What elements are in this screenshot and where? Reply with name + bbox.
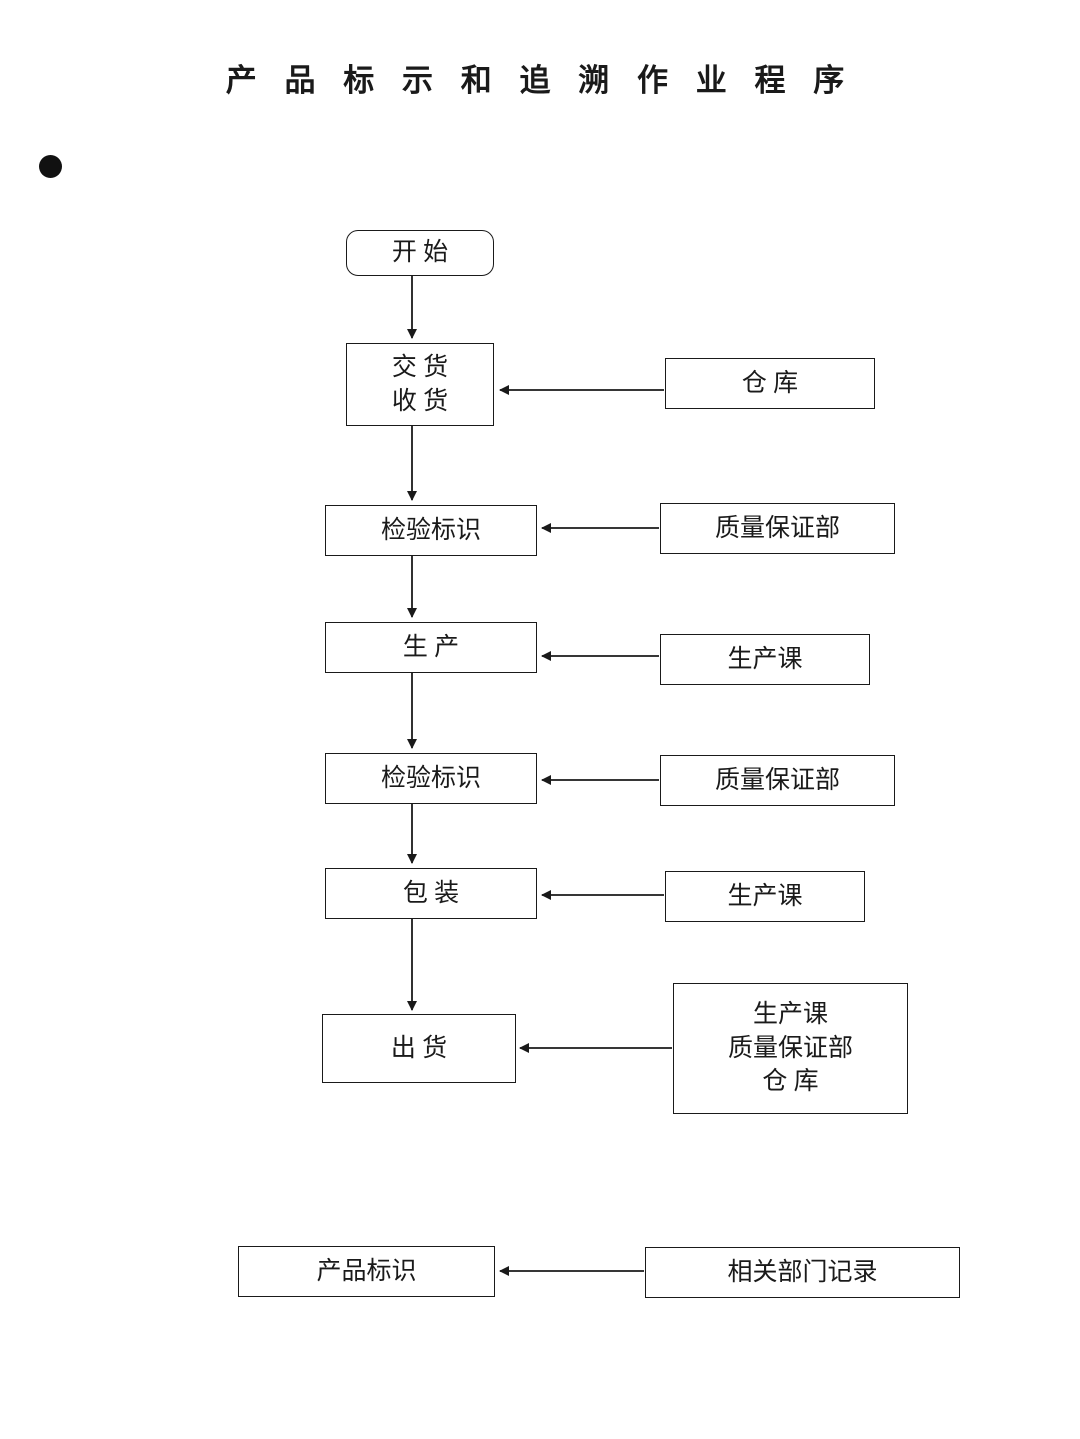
- flow-node-start-label: 开 始: [391, 239, 449, 267]
- flow-node-inspection-1-label: 检验标识: [380, 516, 481, 544]
- flow-node-inspection-2-label: 检验标识: [380, 764, 481, 792]
- dept-node-production-section-2-label: 生产课: [727, 882, 803, 910]
- flow-node-production: 生 产: [325, 622, 537, 673]
- flow-node-product-identification-label: 产品标识: [316, 1257, 417, 1285]
- flow-node-delivery-label: 交 货: [391, 353, 449, 381]
- flow-node-start: 开 始: [346, 230, 494, 276]
- flow-node-receiving-label: 收 货: [391, 387, 449, 415]
- bullet-point-icon: [39, 155, 62, 178]
- flow-node-shipping-label: 出 货: [390, 1034, 448, 1062]
- dept-node-shipping-dept-line2: 质量保证部: [727, 1034, 853, 1062]
- dept-node-warehouse: 仓 库: [665, 358, 875, 409]
- page-title: 产 品 标 示 和 追 溯 作 业 程 序: [225, 63, 855, 98]
- flow-node-production-label: 生 产: [402, 633, 460, 661]
- dept-node-shipping-departments: 生产课 质量保证部 仓 库: [673, 983, 908, 1114]
- flow-node-delivery-receiving: 交 货 收 货: [346, 343, 494, 426]
- dept-node-qa-2: 质量保证部: [660, 755, 895, 806]
- dept-node-qa-1-label: 质量保证部: [714, 514, 840, 542]
- dept-node-qa-2-label: 质量保证部: [714, 766, 840, 794]
- dept-node-related-records-label: 相关部门记录: [727, 1258, 878, 1286]
- dept-node-warehouse-label: 仓 库: [741, 369, 799, 397]
- flow-node-packaging-label: 包 装: [402, 879, 460, 907]
- flow-node-inspection-2: 检验标识: [325, 753, 537, 804]
- flow-node-shipping: 出 货: [322, 1014, 516, 1083]
- dept-node-related-records: 相关部门记录: [645, 1247, 960, 1298]
- dept-node-shipping-dept-line3: 仓 库: [762, 1068, 819, 1096]
- dept-node-shipping-dept-line1: 生产课: [752, 1000, 828, 1028]
- dept-node-production-section-1-label: 生产课: [727, 645, 803, 673]
- dept-node-qa-1: 质量保证部: [660, 503, 895, 554]
- flow-node-inspection-1: 检验标识: [325, 505, 537, 556]
- flow-node-product-identification: 产品标识: [238, 1246, 495, 1297]
- dept-node-production-section-2: 生产课: [665, 871, 865, 922]
- dept-node-production-section-1: 生产课: [660, 634, 870, 685]
- flow-node-packaging: 包 装: [325, 868, 537, 919]
